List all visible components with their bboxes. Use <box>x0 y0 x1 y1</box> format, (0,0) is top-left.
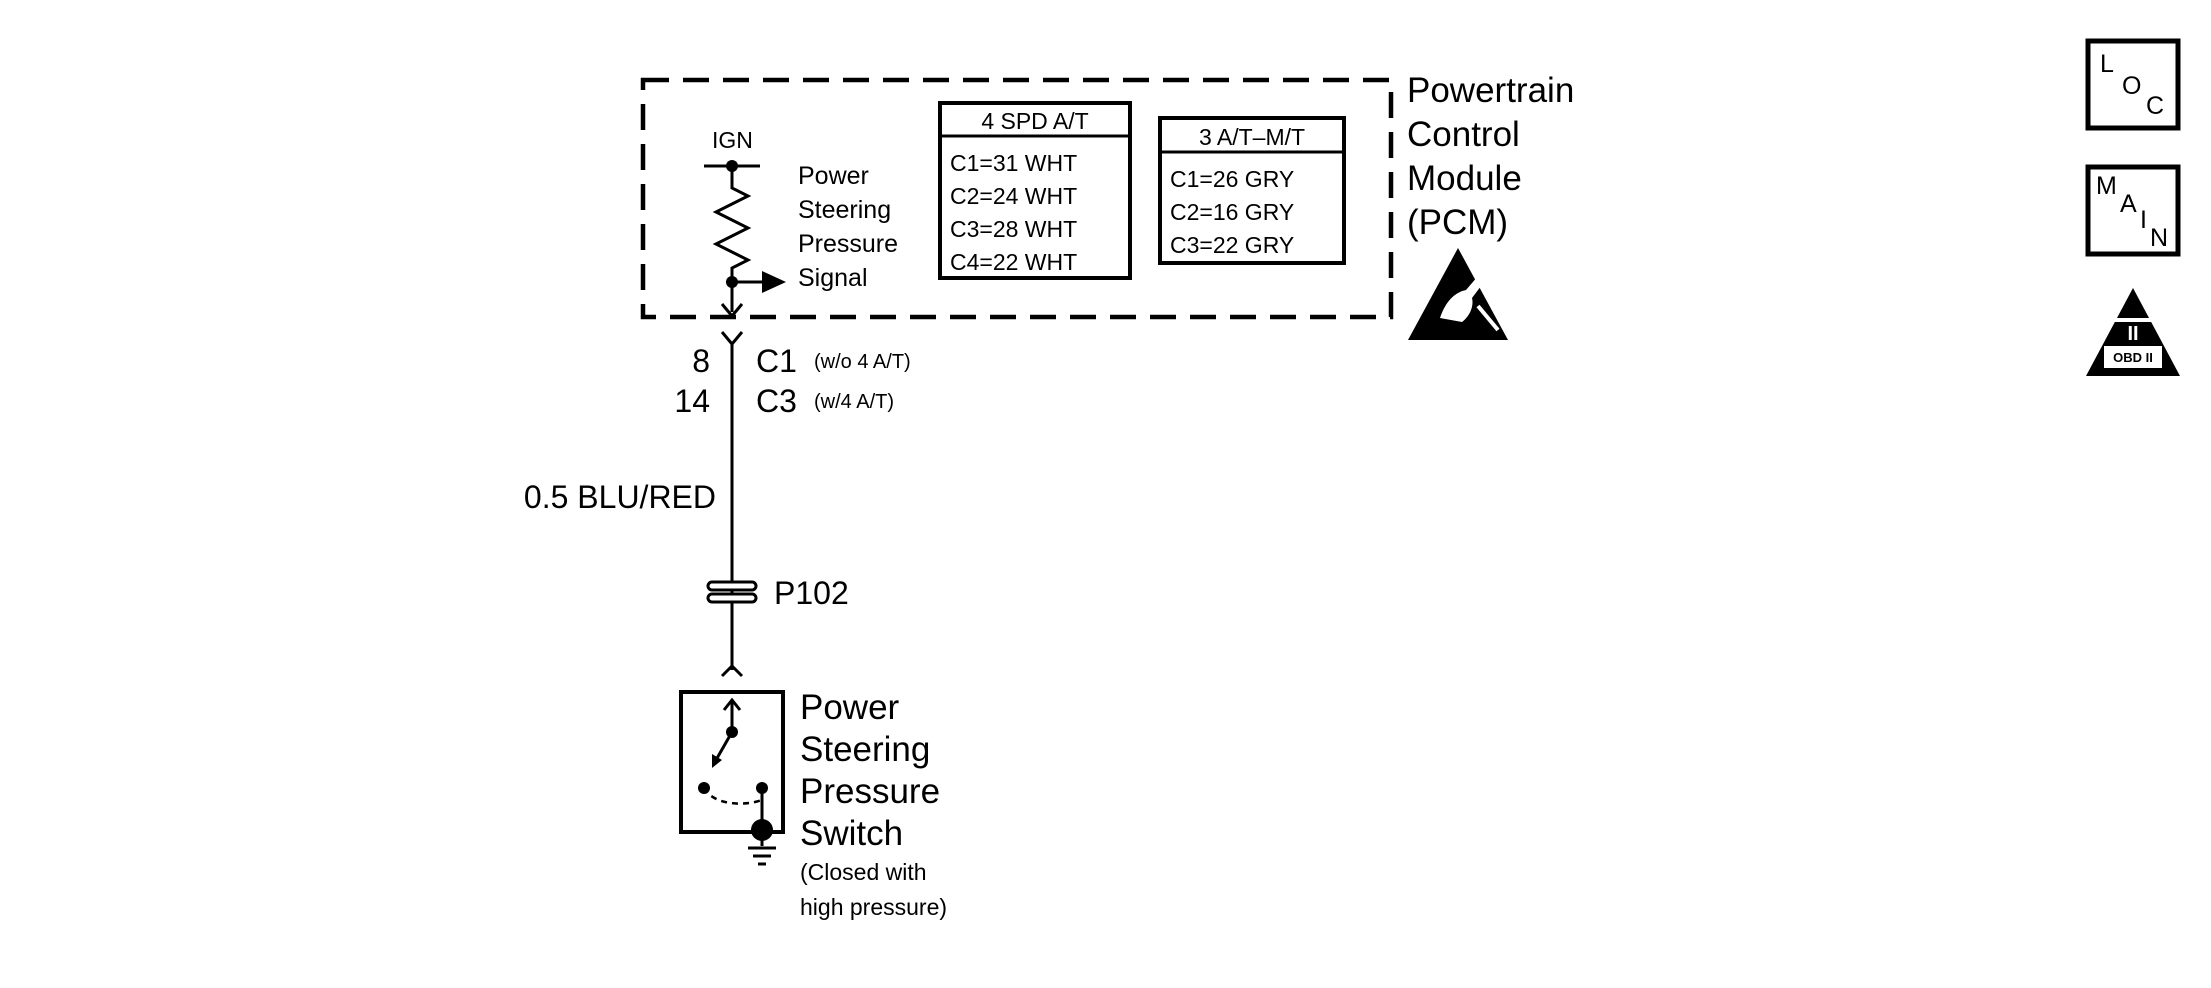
ign-label: IGN <box>712 127 753 153</box>
p102-label: P102 <box>774 575 849 611</box>
switch-title-line-2: Steering <box>800 730 930 769</box>
table-3at-row: C1=26 GRY <box>1170 166 1294 192</box>
switch-note: (Closed with high pressure) <box>800 859 947 920</box>
loc-icon[interactable]: L O C <box>2085 38 2181 131</box>
pcm-title-line-1: Powertrain <box>1407 71 1574 110</box>
signal-label: Power Steering Pressure Signal <box>798 162 898 292</box>
svg-text:L: L <box>2100 50 2114 78</box>
svg-text:A: A <box>2120 190 2137 218</box>
switch-title-line-3: Pressure <box>800 772 940 811</box>
switch-note-line-1: (Closed with <box>800 859 927 885</box>
connector-c1-condition: (w/o 4 A/T) <box>814 351 911 373</box>
connector-c1-symbol <box>720 331 744 347</box>
table-4spd-row: C2=24 WHT <box>950 183 1077 209</box>
pressure-switch <box>679 690 785 846</box>
connector-c1-label: C1 <box>756 343 797 379</box>
connector-c3-label: C3 <box>756 383 797 419</box>
svg-text:II: II <box>2127 323 2138 345</box>
switch-title-line-1: Power <box>800 688 900 727</box>
table-4spd-row: C4=22 WHT <box>950 249 1077 275</box>
pcm-title: Powertrain Control Module (PCM) <box>1407 71 1574 242</box>
signal-label-line-1: Power <box>798 162 869 190</box>
pullup-resistor <box>712 166 752 282</box>
pin-number-c1: 8 <box>692 343 710 379</box>
pcm-title-line-3: Module <box>1407 159 1522 198</box>
table-3at-row: C3=22 GRY <box>1170 232 1294 258</box>
svg-text:M: M <box>2096 172 2117 200</box>
svg-text:C: C <box>2146 92 2164 120</box>
table-4spd-header: 4 SPD A/T <box>981 108 1088 134</box>
switch-title: Power Steering Pressure Switch <box>800 688 940 853</box>
ground-icon <box>748 846 776 866</box>
wire-label: 0.5 BLU/RED <box>524 479 716 515</box>
signal-arrow-icon <box>762 271 786 293</box>
down-arrow-icon <box>720 303 744 319</box>
pcm-boundary <box>640 77 1394 320</box>
signal-label-line-4: Signal <box>798 264 868 292</box>
signal-label-line-3: Pressure <box>798 230 898 258</box>
signal-label-line-2: Steering <box>798 196 891 224</box>
pass-through-p102 <box>706 580 758 604</box>
main-icon[interactable]: M A I N <box>2085 164 2181 257</box>
switch-connector-symbol <box>720 663 744 678</box>
svg-text:OBD II: OBD II <box>2113 350 2153 365</box>
obd-ii-icon[interactable]: II OBD II <box>2086 288 2180 376</box>
pcm-title-line-2: Control <box>1407 115 1520 154</box>
table-3at: 3 A/T–M/T C1=26 GRY C2=16 GRY C3=22 GRY <box>1158 116 1346 265</box>
pcm-title-line-4: (PCM) <box>1407 203 1508 242</box>
switch-title-line-4: Switch <box>800 814 903 853</box>
esd-warning-icon <box>1408 248 1508 340</box>
svg-text:O: O <box>2122 72 2141 100</box>
svg-text:N: N <box>2150 224 2168 252</box>
svg-text:I: I <box>2140 206 2147 234</box>
table-4spd-row: C1=31 WHT <box>950 150 1077 176</box>
table-4spd: 4 SPD A/T C1=31 WHT C2=24 WHT C3=28 WHT … <box>938 101 1132 280</box>
switch-note-line-2: high pressure) <box>800 894 947 920</box>
table-3at-row: C2=16 GRY <box>1170 199 1294 225</box>
connector-c3-condition: (w/4 A/T) <box>814 391 894 413</box>
table-4spd-row: C3=28 WHT <box>950 216 1077 242</box>
table-3at-header: 3 A/T–M/T <box>1199 124 1305 150</box>
pin-number-c3: 14 <box>674 383 710 419</box>
